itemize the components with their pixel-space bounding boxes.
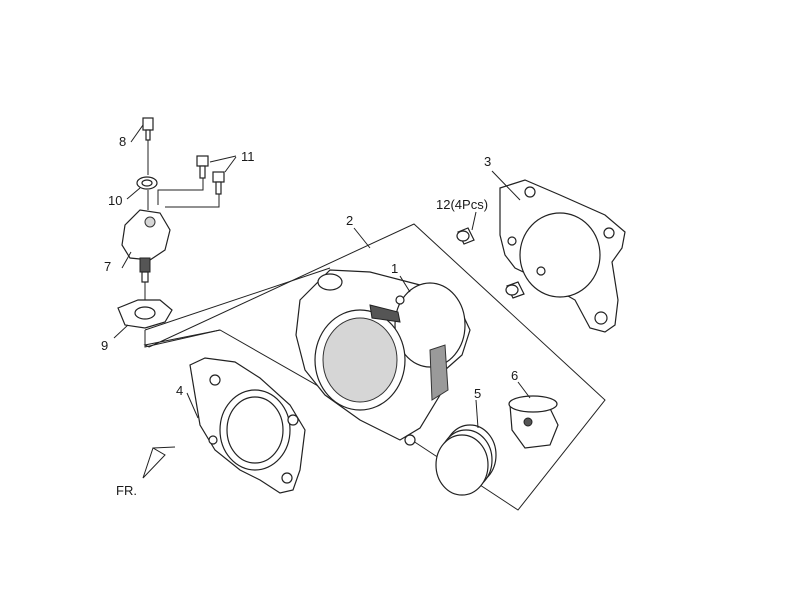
- callout-4: 4: [176, 383, 183, 398]
- callout-9: 9: [101, 338, 108, 353]
- front-direction-label: FR.: [116, 483, 137, 498]
- cam-chain-tensioner: [121, 209, 171, 283]
- dowel-pins: [456, 227, 525, 299]
- callout-12: 12(4Pcs): [436, 197, 488, 212]
- guide-lines: [144, 140, 220, 300]
- callout-11: 11: [241, 149, 255, 164]
- leader-lines: [113, 124, 531, 429]
- cylinder-head-gasket: [189, 357, 306, 494]
- callout-3: 3: [484, 154, 491, 169]
- callout-6: 6: [511, 368, 518, 383]
- callout-2: 2: [346, 213, 353, 228]
- tensioner-gasket: [117, 299, 173, 329]
- cylinder-block: [295, 269, 471, 446]
- piston-rings: [435, 424, 497, 496]
- callout-8: 8: [119, 134, 126, 149]
- callout-10: 10: [108, 193, 122, 208]
- callout-7: 7: [104, 259, 111, 274]
- callout-1: 1: [391, 261, 398, 276]
- tensioner-bolt: [142, 117, 154, 141]
- sealing-washer: [136, 176, 158, 190]
- callout-5: 5: [474, 386, 481, 401]
- tensioner-link-line: [144, 267, 331, 348]
- cylinder-base-gasket: [499, 179, 626, 333]
- front-direction-arrow-icon: [142, 446, 176, 479]
- piston: [508, 395, 559, 449]
